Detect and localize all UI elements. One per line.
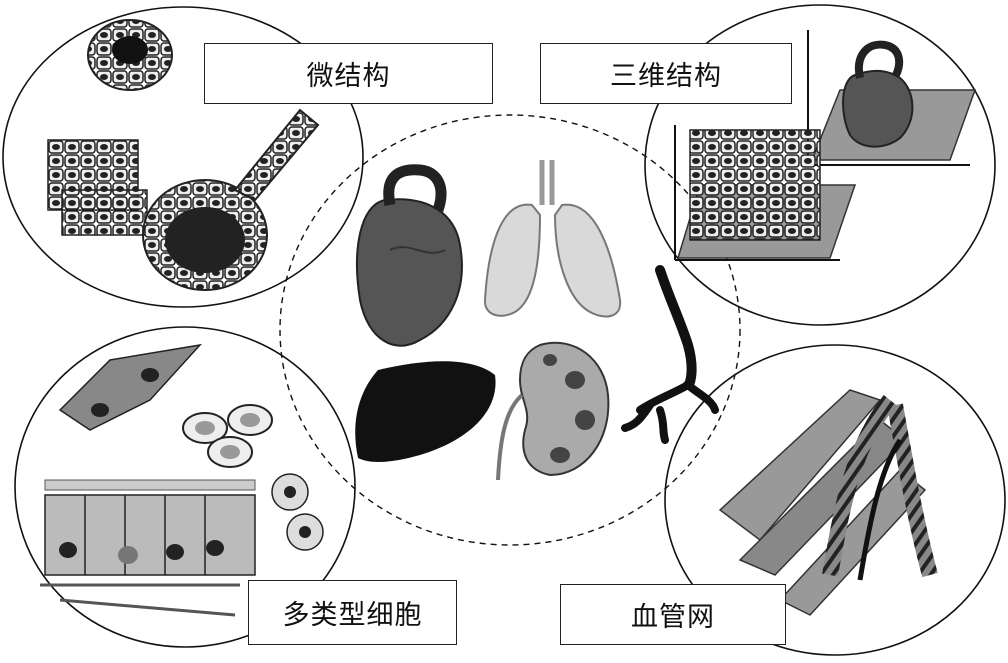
- epithelial-cells-icon: [40, 345, 255, 615]
- lungs-icon: [485, 160, 620, 316]
- label-micro-structure: 微结构: [204, 43, 493, 104]
- fiber-network-icon: [720, 390, 930, 615]
- label-3d-structure: 三维结构: [540, 43, 792, 104]
- liver-icon: [355, 361, 495, 462]
- kidney-icon: [498, 343, 608, 480]
- 3d-heart-icon: [843, 45, 912, 147]
- vessel-tree-icon: [625, 270, 715, 440]
- label-multi-cell-types: 多类型细胞: [248, 580, 457, 645]
- tubule-ring-icon: [88, 20, 172, 90]
- cell-grid-icon: [48, 140, 147, 235]
- layered-scaffold-icon: [143, 110, 318, 290]
- 3d-cell-block: [690, 130, 820, 240]
- label-vascular-network: 血管网: [560, 584, 786, 645]
- heart-icon: [357, 170, 462, 346]
- central-dashed-circle: [280, 115, 740, 545]
